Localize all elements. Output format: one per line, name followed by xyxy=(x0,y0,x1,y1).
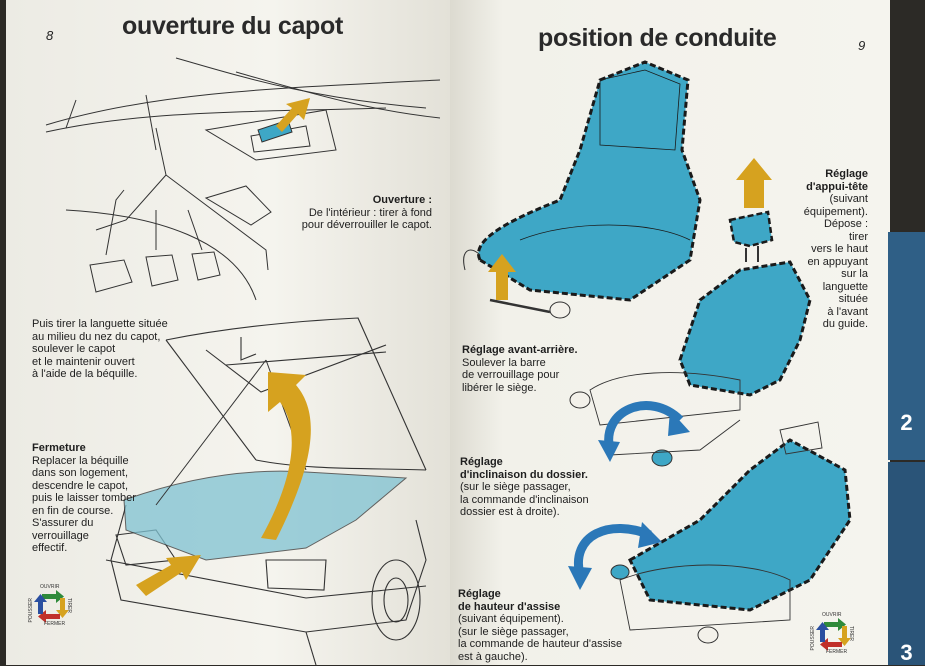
backrest-instructions: Réglage d'inclinaison du dossier. (sur l… xyxy=(460,456,589,519)
height-arrow-head-icon xyxy=(638,522,662,548)
seat-height xyxy=(610,421,852,644)
legend-ouvrir: OUVRIR xyxy=(822,612,842,618)
backrest-heading-1: Réglage xyxy=(460,456,503,468)
section-tab-2[interactable]: 2 xyxy=(888,232,925,460)
section-tab-2-label: 2 xyxy=(900,410,913,435)
legend-fermer: FERMER xyxy=(44,621,66,627)
recline-arrow xyxy=(604,401,684,452)
headrest-heading-2: d'appui-tête xyxy=(806,180,868,193)
latch-arrow xyxy=(136,555,201,596)
closing-line-2: dans son logement, xyxy=(32,467,129,479)
section-tab-3-label: 3 xyxy=(900,640,913,665)
right-page-title: position de conduite xyxy=(538,24,777,52)
lift-instructions: Puis tirer la languette située au milieu… xyxy=(32,318,168,381)
closing-line-3: descendre le capot, xyxy=(32,479,129,492)
left-page-title: ouverture du capot xyxy=(122,12,344,40)
legend-fermer: FERMER xyxy=(826,649,848,655)
height-arrow-tail-icon xyxy=(568,566,592,590)
fore-aft-arrow xyxy=(488,254,516,300)
headrest-line-2: équipement). xyxy=(803,205,868,218)
headrest-heading-1: Réglage xyxy=(825,168,868,180)
height-heading-1: Réglage xyxy=(458,588,501,600)
backrest-line-2: la commande d'inclinaison xyxy=(460,493,589,506)
backrest-heading-2: d'inclinaison du dossier. xyxy=(460,468,588,481)
backrest-line-3: dossier est à droite). xyxy=(460,506,560,518)
opening-line-1: De l'intérieur : tirer à fond xyxy=(308,206,432,219)
closing-line-5: en fin de course. xyxy=(32,504,114,517)
opening-line-2: pour déverrouiller le capot. xyxy=(301,219,432,231)
closing-heading: Fermeture xyxy=(32,442,86,454)
recline-arrow-head-icon xyxy=(668,410,690,436)
lift-line-1: Puis tirer la languette située xyxy=(32,318,168,330)
headrest-line-10: à l'avant xyxy=(827,305,868,318)
page-number-right: 9 xyxy=(858,38,866,53)
seat-fore-aft xyxy=(463,60,702,319)
legend-arrows-icon xyxy=(816,618,851,651)
recline-arrow-tail-icon xyxy=(598,440,620,462)
fore-aft-line-3: libérer le siège. xyxy=(462,381,537,394)
fore-aft-line-1: Soulever la barre xyxy=(462,356,546,369)
lift-line-4: et le maintenir ouvert xyxy=(32,355,135,368)
headrest-line-6: en appuyant xyxy=(807,255,868,268)
closing-line-6: S'assurer du xyxy=(32,517,94,529)
headrest-line-7: sur la xyxy=(841,268,868,280)
hood-illustrations xyxy=(45,57,441,665)
lift-line-2: au milieu du nez du capot, xyxy=(32,330,161,343)
headrest-line-1: (suivant xyxy=(829,193,868,205)
legend-tirer: TIRER xyxy=(66,598,72,613)
closing-instructions: Fermeture Replacer la béquille dans son … xyxy=(32,442,136,555)
headrest-line-4: tirer xyxy=(849,230,868,243)
closing-line-8: effectif. xyxy=(32,542,68,554)
headrest-instructions: Réglage d'appui-tête (suivant équipement… xyxy=(750,168,868,331)
headrest-arrow xyxy=(736,158,772,208)
fore-aft-instructions: Réglage avant-arrière. Soulever la barre… xyxy=(462,344,578,394)
seat-recline xyxy=(569,210,812,467)
pull-arrow xyxy=(276,98,310,132)
closing-line-7: verrouillage xyxy=(32,529,89,542)
lift-line-5: à l'aide de la béquille. xyxy=(32,368,138,380)
lift-line-3: soulever le capot xyxy=(32,343,116,355)
legend-ouvrir: OUVRIR xyxy=(40,584,60,590)
height-line-1: (suivant équipement). xyxy=(458,613,564,625)
legend-arrows-icon xyxy=(34,590,69,623)
dashboard-sketch xyxy=(45,57,441,301)
height-line-4: est à gauche). xyxy=(458,650,528,663)
raise-arrow xyxy=(261,372,311,540)
backrest-line-1: (sur le siège passager, xyxy=(460,481,571,493)
height-arrow xyxy=(574,523,652,577)
height-heading-2: de hauteur d'assise xyxy=(458,600,561,613)
height-instructions: Réglage de hauteur d'assise (suivant équ… xyxy=(458,588,622,663)
fore-aft-line-2: de verrouillage pour xyxy=(462,369,560,381)
legend-tirer: TIRER xyxy=(848,626,854,641)
legend-pousser: POUSSER xyxy=(810,626,816,651)
legend-pousser: POUSSER xyxy=(28,598,34,623)
section-tab-3[interactable]: 3 xyxy=(888,462,925,665)
opening-instructions: Ouverture : De l'intérieur : tirer à fon… xyxy=(256,194,432,232)
page-number-left: 8 xyxy=(46,28,54,43)
headrest-line-11: du guide. xyxy=(822,318,868,330)
seat-illustrations xyxy=(463,60,852,644)
opening-heading: Ouverture : xyxy=(372,194,432,206)
height-line-2: (sur le siège passager, xyxy=(458,625,569,638)
closing-line-1: Replacer la béquille xyxy=(32,454,129,467)
height-line-3: la commande de hauteur d'assise xyxy=(458,638,623,650)
direction-legend-left: OUVRIR TIRER FERMER POUSSER xyxy=(28,584,74,628)
right-page: position de conduite 9 xyxy=(450,0,890,665)
engine-bay xyxy=(123,470,408,561)
headrest-line-8: languette xyxy=(822,280,868,293)
headrest-line-5: vers le haut xyxy=(811,243,868,255)
left-page: 8 ouverture du capot xyxy=(6,0,450,665)
fore-aft-heading: Réglage avant-arrière. xyxy=(462,344,578,356)
headrest-line-9: située xyxy=(838,293,868,305)
direction-legend-right: OUVRIR TIRER FERMER POUSSER xyxy=(810,612,856,656)
headrest-line-3: Dépose : xyxy=(823,218,868,230)
closing-line-4: puis le laisser tomber xyxy=(32,492,136,504)
